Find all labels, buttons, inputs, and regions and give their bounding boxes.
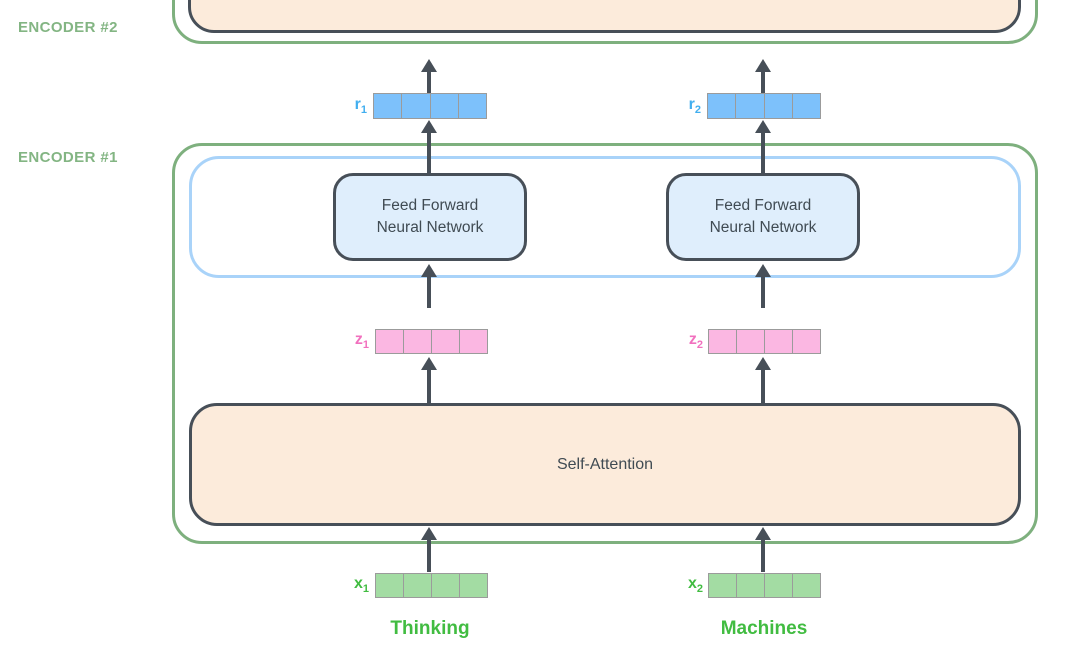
vector-cell [376, 574, 403, 597]
up-arrow-head-icon [755, 59, 771, 72]
vector-cell [403, 574, 431, 597]
vector-cell [792, 574, 820, 597]
encoder1-label: ENCODER #1 [18, 149, 118, 166]
up-arrow-line [427, 131, 431, 174]
vector-x1 [375, 573, 488, 598]
self-attention-label: Self-Attention [556, 455, 654, 473]
vector-cell [709, 330, 736, 353]
ffnn-label-line2: Neural Network [376, 219, 484, 236]
ffnn-label-line1: Feed Forward [714, 197, 812, 214]
up-arrow-line [761, 131, 765, 174]
up-arrow-line [761, 368, 765, 404]
vector-label-z2: z2 [688, 331, 703, 352]
encoder2-label: ENCODER #2 [18, 19, 118, 36]
encoder2-inner-box [188, 0, 1021, 33]
up-arrow-line [427, 538, 431, 572]
vector-cell [457, 94, 486, 118]
up-arrow-head-icon [755, 120, 771, 133]
up-arrow-line [427, 275, 431, 308]
vector-z2 [708, 329, 821, 354]
vector-cell [401, 94, 430, 118]
up-arrow-line [761, 275, 765, 308]
vector-cell [459, 574, 487, 597]
vector-cell [763, 94, 792, 118]
vector-cell [764, 330, 792, 353]
vector-cell [791, 94, 820, 118]
vector-r1 [373, 93, 487, 119]
up-arrow-line [427, 368, 431, 404]
vector-cell [431, 330, 459, 353]
vector-label-x2: x2 [687, 575, 703, 596]
up-arrow-line [427, 70, 431, 93]
vector-label-r1: r1 [354, 96, 367, 117]
vector-cell [431, 574, 459, 597]
up-arrow-head-icon [421, 59, 437, 72]
ffnn-label-line1: Feed Forward [381, 197, 479, 214]
up-arrow-head-icon [755, 527, 771, 540]
vector-cell [374, 94, 402, 118]
vector-cell [735, 94, 764, 118]
vector-cell [764, 574, 792, 597]
up-arrow-head-icon [421, 264, 437, 277]
vector-cell [709, 574, 736, 597]
up-arrow-head-icon [421, 357, 437, 370]
vector-cell [403, 330, 431, 353]
vector-label-x1: x1 [353, 575, 369, 596]
feed-forward-box-2: Feed Forward Neural Network [666, 173, 860, 261]
up-arrow-line [761, 538, 765, 572]
vector-x2 [708, 573, 821, 598]
vector-cell [376, 330, 403, 353]
up-arrow-head-icon [421, 527, 437, 540]
vector-label-z1: z1 [354, 331, 369, 352]
vector-cell [429, 94, 458, 118]
up-arrow-head-icon [421, 120, 437, 133]
vector-r2 [707, 93, 821, 119]
feed-forward-box-1: Feed Forward Neural Network [333, 173, 527, 261]
vector-cell [792, 330, 820, 353]
token-word-2: Machines [720, 618, 808, 639]
up-arrow-head-icon [755, 357, 771, 370]
token-word-1: Thinking [390, 618, 470, 639]
vector-cell [459, 330, 487, 353]
ffnn-label-line2: Neural Network [709, 219, 817, 236]
vector-label-r2: r2 [688, 96, 701, 117]
vector-z1 [375, 329, 488, 354]
feed-forward-layer-container [189, 156, 1021, 278]
up-arrow-line [761, 70, 765, 93]
vector-cell [736, 330, 764, 353]
self-attention-box: Self-Attention [189, 403, 1021, 526]
vector-cell [736, 574, 764, 597]
up-arrow-head-icon [755, 264, 771, 277]
vector-cell [708, 94, 736, 118]
